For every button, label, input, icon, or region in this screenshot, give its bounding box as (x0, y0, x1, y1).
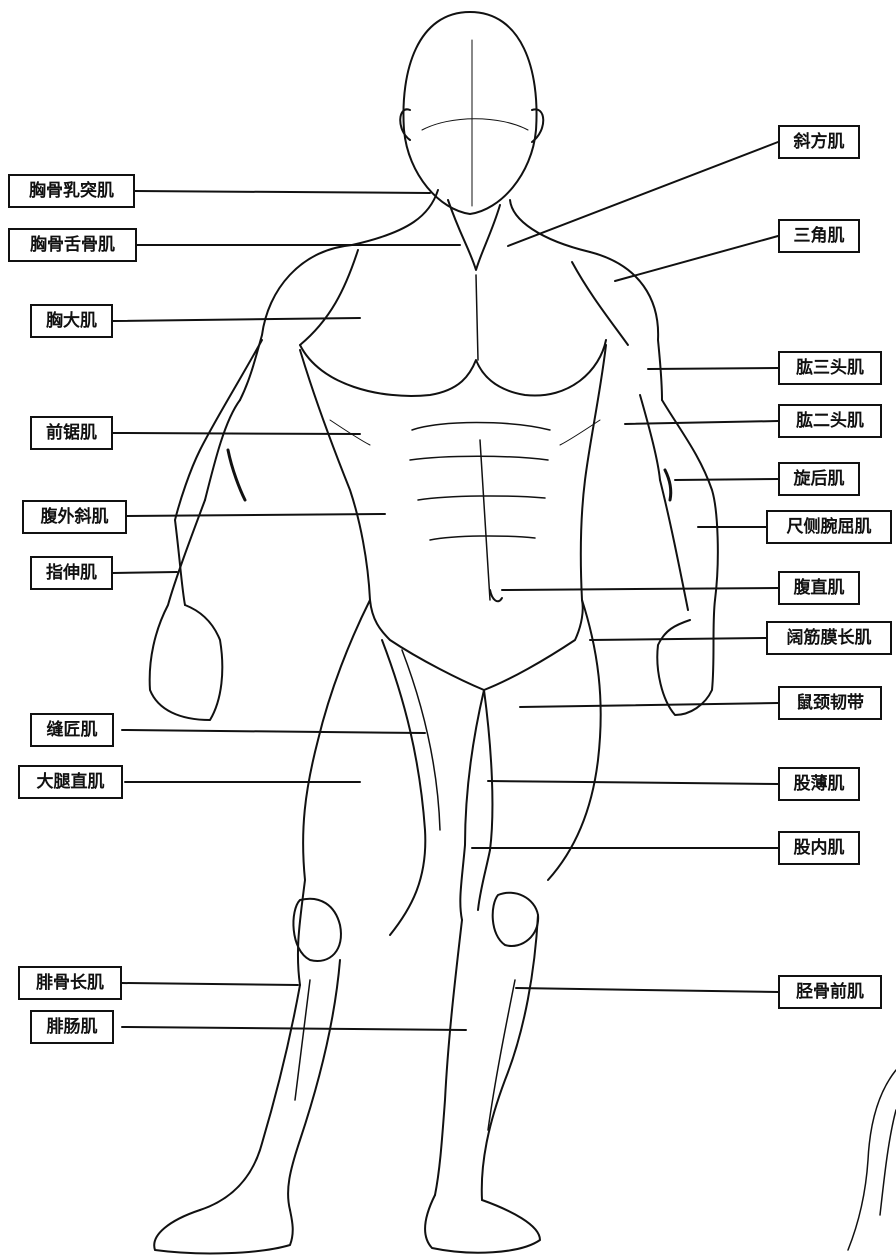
label-flexor-carpi-ulnaris: 尺侧腕屈肌 (766, 510, 892, 544)
leader-biceps (624, 420, 779, 425)
leader-sartorius (121, 729, 426, 734)
leg-outlines (153, 599, 602, 1255)
leader-trapezius (507, 141, 779, 247)
label-tibialis-anterior: 胫骨前肌 (778, 975, 882, 1009)
label-deltoid: 三角肌 (778, 219, 860, 253)
leader-triceps (647, 367, 779, 370)
leader-deltoid (614, 235, 779, 282)
label-peroneus-longus: 腓骨长肌 (18, 966, 122, 1000)
label-gracilis: 股薄肌 (778, 767, 860, 801)
label-pectoralis-major: 胸大肌 (30, 304, 113, 338)
leader-lines (112, 141, 779, 1031)
leader-supinator (674, 478, 779, 481)
label-trapezius: 斜方肌 (778, 125, 860, 159)
leader-gracilis (487, 780, 779, 785)
label-serratus-anterior: 前锯肌 (30, 416, 113, 450)
label-external-oblique: 腹外斜肌 (22, 500, 127, 534)
label-triceps: 肱三头肌 (778, 351, 882, 385)
partial-figure (847, 1069, 896, 1251)
label-extensor-digitorum: 指伸肌 (30, 556, 113, 590)
label-vastus-medialis: 股内肌 (778, 831, 860, 865)
label-inguinal-ligament: 鼠颈韧带 (778, 686, 882, 720)
label-supinator: 旋后肌 (778, 462, 860, 496)
leader-inguinal-ligament (519, 702, 779, 708)
leader-gastrocnemius (121, 1026, 467, 1031)
torso-outline (174, 189, 719, 603)
label-biceps: 肱二头肌 (778, 404, 882, 438)
label-gastrocnemius: 腓肠肌 (30, 1010, 114, 1044)
label-sartorius: 缝匠肌 (30, 713, 114, 747)
label-rectus-femoris: 大腿直肌 (18, 765, 123, 799)
leader-tibialis-anterior (515, 987, 779, 993)
leader-extensor-digitorum (112, 571, 178, 574)
leader-external-oblique (126, 513, 386, 517)
label-tensor-fasciae-latae: 阔筋膜长肌 (766, 621, 892, 655)
leader-serratus-anterior (112, 432, 361, 435)
leader-pectoralis-major (112, 317, 361, 322)
leader-tensor-fasciae-latae (589, 637, 767, 641)
label-sternocleidomastoid: 胸骨乳突肌 (8, 174, 135, 208)
label-sternohyoid: 胸骨舌骨肌 (8, 228, 137, 262)
leader-rectus-abdominis (501, 587, 779, 591)
leader-peroneus-longus (121, 982, 299, 986)
arm-outlines (148, 448, 716, 721)
label-rectus-abdominis: 腹直肌 (778, 571, 860, 605)
head-outline (399, 11, 545, 215)
leader-sternocleidomastoid (134, 190, 431, 194)
